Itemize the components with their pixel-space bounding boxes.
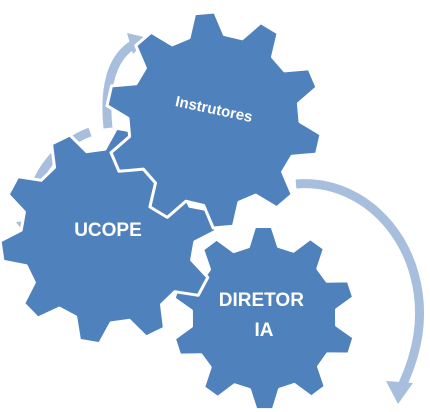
gear-instrutores (105, 10, 323, 230)
gear-diretor (172, 224, 356, 412)
gear-label-ucope: UCOPE (74, 220, 142, 241)
arrow-diretor-to-bottom (295, 179, 424, 393)
arrow-diretor-bottom-head (386, 381, 413, 404)
gear-label-diretor: DIRETOR IA (219, 290, 309, 341)
arrow-instrutores-to-top (102, 37, 141, 129)
gears-group (0, 10, 356, 412)
